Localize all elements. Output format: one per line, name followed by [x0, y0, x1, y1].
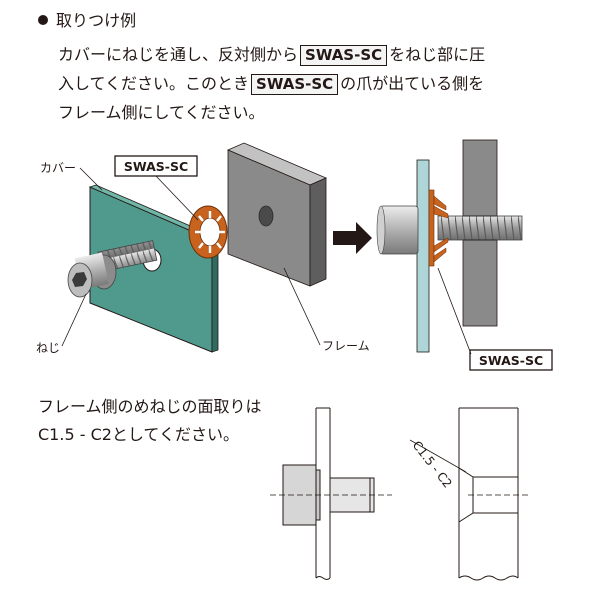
bullet-icon	[38, 15, 48, 25]
instruction-line-3: フレーム側にしてください。	[58, 103, 265, 122]
hex-socket-icon	[72, 272, 87, 287]
heading-text: 取りつけ例	[56, 11, 137, 30]
frame-tapped-hole	[258, 205, 274, 227]
note-line-2: C1.5 - C2としてください。	[38, 425, 239, 444]
chamfer-label: C1.5 - C2	[410, 438, 455, 490]
frame-block-side	[309, 177, 327, 287]
swas-sc-washer-assembled	[428, 189, 449, 267]
label-part: SWAS-SC	[124, 159, 188, 174]
label-cover: カバー	[40, 161, 76, 175]
screw-head-assembled	[379, 205, 419, 255]
note-line-1: フレーム側のめねじの面取りは	[38, 397, 262, 416]
chamfer-note: フレーム側のめねじの面取りは C1.5 - C2としてください。	[38, 393, 262, 449]
label-frame: フレーム	[322, 339, 370, 353]
swas-sc-washer	[188, 205, 228, 259]
part-tag: SWAS-SC	[300, 45, 388, 66]
part-tag: SWAS-SC	[251, 74, 339, 95]
section-view-assembled	[270, 407, 392, 580]
section-view-chamfer	[409, 407, 530, 581]
arrow-right-icon	[333, 222, 372, 254]
label-part-assembled-box	[469, 349, 553, 371]
label-part-assembled: SWAS-SC	[479, 353, 543, 368]
cover-plate-assembled	[416, 159, 430, 353]
section-heading: 取りつけ例	[38, 10, 136, 32]
screw-thread	[437, 215, 523, 241]
label-screw: ねじ	[36, 341, 60, 355]
